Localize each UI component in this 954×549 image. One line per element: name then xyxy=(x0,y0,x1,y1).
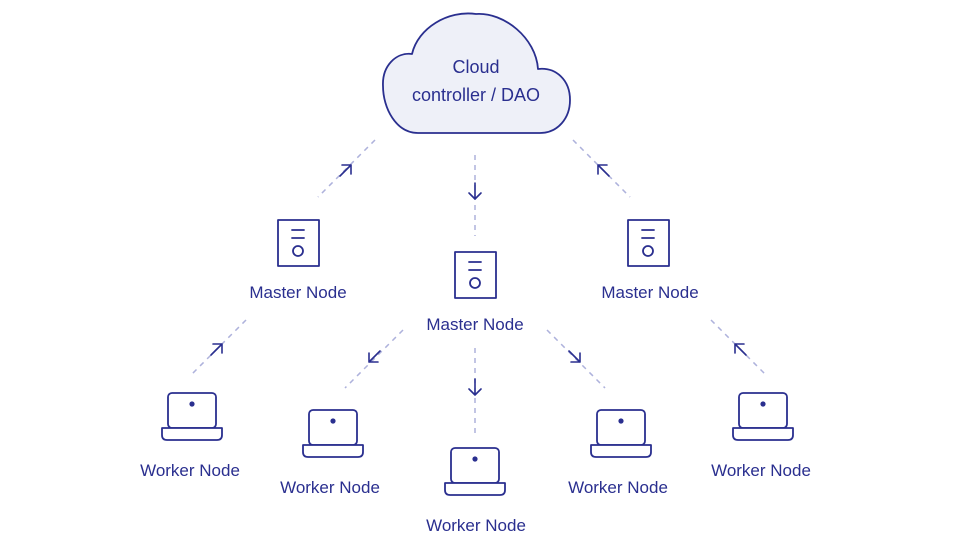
worker-node-label-4: Worker Node xyxy=(568,478,668,497)
cloud-icon xyxy=(382,12,571,134)
worker-node-label-3: Worker Node xyxy=(426,516,526,535)
worker-node-label-1: Worker Node xyxy=(140,461,240,480)
edge-master-center-worker-2 xyxy=(344,329,404,389)
edge-master-center-worker-3 xyxy=(468,348,482,438)
edge-master-right-worker-5 xyxy=(710,319,768,377)
laptop-icon xyxy=(161,392,223,441)
edge-master-center-worker-4 xyxy=(546,329,606,389)
laptop-icon xyxy=(590,409,652,458)
edge-cloud-master-left xyxy=(317,139,376,198)
edge-master-left-worker-1 xyxy=(189,319,247,377)
edge-cloud-master-center xyxy=(468,155,482,236)
master-node-label-center: Master Node xyxy=(426,315,524,334)
server-icon xyxy=(277,219,320,267)
edge-cloud-master-right xyxy=(572,139,631,198)
cloud-label-line1: Cloud xyxy=(452,57,500,77)
cloud-label: Cloud controller / DAO xyxy=(412,53,540,109)
laptop-icon xyxy=(302,409,364,458)
cloud-label-line2: controller / DAO xyxy=(411,85,541,105)
server-icon xyxy=(454,251,497,299)
server-icon xyxy=(627,219,670,267)
master-node-label-left: Master Node xyxy=(249,283,347,302)
worker-node-label-5: Worker Node xyxy=(711,461,811,480)
master-node-label-right: Master Node xyxy=(601,283,699,302)
laptop-icon xyxy=(732,392,794,441)
worker-node-label-2: Worker Node xyxy=(280,478,380,497)
laptop-icon xyxy=(444,447,506,496)
